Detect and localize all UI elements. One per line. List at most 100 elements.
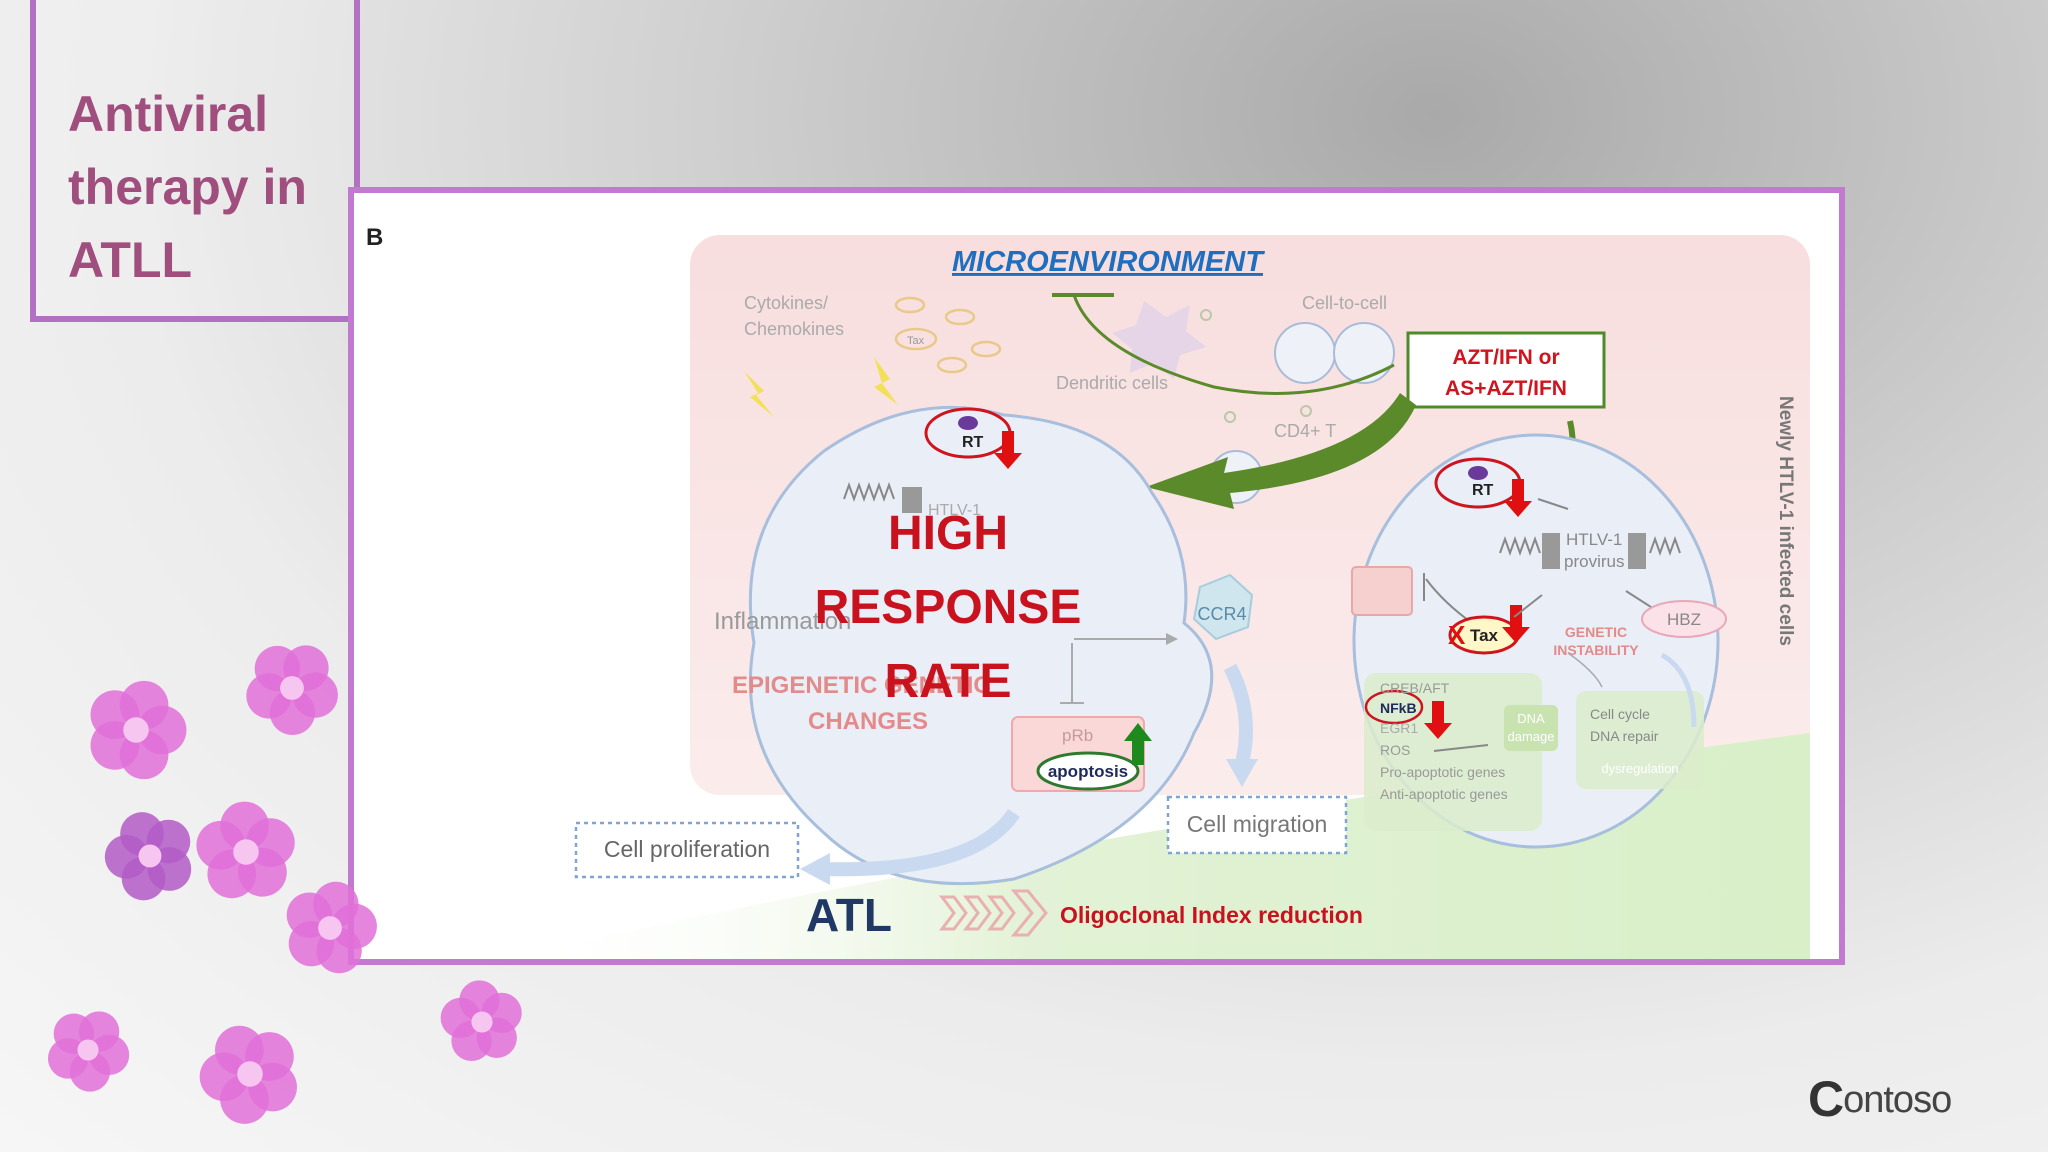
arrow-provirus-hbz [1625,590,1655,610]
pathway-diagram: B MICROENVIRONMENT Cytokines/ Chemokines… [366,224,1810,959]
provirus-block-right-1 [1542,533,1560,569]
flower-icon [104,812,192,901]
down-arrow-tax [1502,605,1530,643]
up-arrow-apoptosis [1124,723,1152,765]
provirus-zigzag-right-1 [1499,536,1541,556]
factor-pro-apoptotic: Pro-apoptotic genes [1380,764,1505,780]
ccr4-receptor [1192,573,1254,641]
arrow-ros-dna [1433,744,1489,752]
cell-to-cell-label: Cell-to-cell [1302,293,1387,313]
slide-title: Antiviral therapy in ATLL [68,78,348,297]
down-arrow-rt-left [994,431,1022,469]
tax-particle-label: Tax [907,335,925,347]
rt-enzyme-icon-right [1468,466,1488,480]
dendritic-label: Dendritic cells [1056,373,1168,393]
high-response-line-3: RATE [884,655,1011,708]
provirus-zigzag-right-2 [1649,536,1681,556]
cell-migration-label: Cell migration [1187,811,1328,837]
proliferation-arrowhead [800,853,830,885]
cell-proliferation-box [574,821,800,879]
logo-text: ontoso [1843,1079,1952,1121]
cell-to-cell-icon-1 [1274,322,1336,384]
genetic-instability-2: INSTABILITY [1553,642,1639,658]
genetic-instability-1: GENETIC [1565,624,1627,640]
provirus-block-left [902,487,922,513]
therapy-box [1406,331,1606,409]
inflammation-label: Inflammation [714,608,851,635]
cytokines-label-1: Cytokines/ [744,293,828,313]
flower-icon [440,980,522,1062]
panel-label: B [366,224,383,251]
htlv1-provirus-line-2: provirus [1564,552,1624,571]
arrow-rt-provirus [1537,498,1569,510]
cell-migration-box [1166,795,1348,855]
lightning-icon-1 [744,371,774,417]
factor-ros: ROS [1380,742,1410,758]
htlv1-label-left: HTLV-1 [928,502,981,519]
ccr4-label: CCR4 [1197,604,1246,624]
logo-c-icon: C [1808,1071,1844,1127]
cell-cycle-box [1576,691,1704,789]
apoptosis-label: apoptosis [1048,762,1128,781]
cycle-item-1: Cell cycle [1590,706,1650,722]
down-arrow-rt-right [1504,479,1532,517]
factors-box [1364,673,1542,831]
epigenetic-label-1: EPIGENETIC GENETIC [732,672,991,699]
rt-enzyme-icon [958,416,978,430]
flower-icon [199,1025,297,1124]
hbz-label: HBZ [1667,610,1701,629]
newly-infected-label: Newly HTLV-1 infected cells [1775,396,1796,646]
migration-arrowhead [1226,759,1258,787]
high-response-line-2: RESPONSE [815,581,1082,634]
dna-damage-box [1504,705,1558,751]
therapy-line-1: AZT/IFN or [1452,346,1559,369]
dna-damage-2: damage [1508,729,1555,744]
tax-blocked-x-icon: X [1448,620,1466,650]
high-response-line-1: HIGH [888,507,1008,560]
tax-label: Tax [1470,626,1499,645]
arrow-provirus-tax [1513,594,1543,618]
cycle-item-2: DNA repair [1590,728,1659,744]
provirus-zigzag-left [843,482,895,502]
atl-cell [748,405,1214,886]
contoso-logo: Contoso [1808,1070,1952,1128]
figure-frame: B MICROENVIRONMENT Cytokines/ Chemokines… [348,187,1845,965]
flower-icon [47,1011,130,1092]
apoptosis-circle [1036,751,1140,791]
dysregulation-label: dysregulation [1601,761,1678,776]
factor-egr1: EGR1 [1380,720,1418,736]
flower-icon [90,680,187,780]
provirus-block-right-2 [1628,533,1646,569]
prb-label: pRb [1062,726,1093,745]
migration-arrow [1223,663,1253,765]
htlv1-provirus-line-1: HTLV-1 [1566,530,1622,549]
particle-dot [1300,405,1312,417]
dendritic-cell-shape [1112,301,1206,379]
therapy-line-2: AS+AZT/IFN [1445,377,1567,400]
dna-damage-1: DNA [1517,711,1545,726]
microenvironment-label: MICROENVIRONMENT [952,246,1265,278]
atl-label: ATL [806,889,892,941]
factor-anti-apoptotic: Anti-apoptotic genes [1380,786,1508,802]
nfkb-circle [1364,689,1424,725]
pink-box [1351,566,1413,616]
arrow-cycle-hbz [1660,652,1697,728]
title-line-2: therapy in [68,159,307,215]
factor-nfkb: NFkB [1380,700,1417,716]
cytokine-particles [894,296,1002,374]
title-line-1: Antiviral [68,86,269,142]
cd4-label: CD4+ T [1274,421,1336,441]
title-line-3: ATLL [68,232,193,288]
epigenetic-label-2: CHANGES [808,708,928,735]
rt-label-left: RT [962,434,984,451]
cytokines-label-2: Chemokines [744,319,844,339]
chevron-arrows-icon [939,889,1048,937]
flower-icon [196,801,295,899]
inhibition-curve [1072,294,1395,395]
factor-creb: CREB/AFT [1380,680,1450,696]
title-box [30,0,360,322]
arrow-instability [1567,652,1603,688]
particle-dot [1200,309,1212,321]
flower-icon [246,645,338,735]
cell-proliferation-label: Cell proliferation [604,836,770,862]
